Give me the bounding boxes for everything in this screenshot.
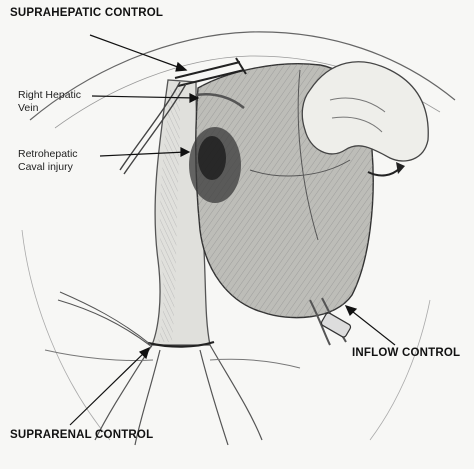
liver-fissure bbox=[249, 69, 351, 241]
vena-cava-shading bbox=[158, 88, 180, 342]
label-retrohepatic-line2: Caval injury bbox=[18, 161, 73, 173]
renal-vein-right bbox=[209, 358, 301, 369]
arrow-inflow bbox=[347, 307, 396, 346]
label-suprahepatic-control: SUPRAHEPATIC CONTROL bbox=[10, 7, 164, 19]
diaphragm-contour bbox=[29, 31, 456, 121]
arrowhead-inflow bbox=[344, 305, 358, 317]
arrow-right-hepatic bbox=[91, 95, 197, 99]
arrowhead-right-hepatic bbox=[189, 93, 200, 103]
label-retrohepatic-line1: Retrohepatic bbox=[18, 148, 78, 160]
label-retrohepatic-injury: Retrohepatic Caval injury bbox=[18, 148, 78, 174]
arrow-suprahepatic bbox=[89, 34, 187, 71]
suprarenal-tape bbox=[57, 291, 153, 348]
inflow-clamp bbox=[320, 312, 352, 338]
injury-core bbox=[198, 136, 226, 180]
label-right-hepatic-vein: Right Hepatic Vein bbox=[18, 89, 81, 115]
arrowhead-suprarenal bbox=[138, 346, 150, 360]
label-inflow-control: INFLOW CONTROL bbox=[352, 347, 461, 359]
suprahepatic-clamp bbox=[174, 57, 247, 87]
label-right-hepatic-line2: Vein bbox=[18, 102, 39, 114]
rotation-arrowhead bbox=[396, 162, 405, 174]
label-right-hepatic-line1: Right Hepatic bbox=[18, 89, 82, 101]
suprarenal-tourniquet bbox=[147, 340, 215, 348]
arrow-suprarenal bbox=[69, 349, 148, 426]
renal-vein-left bbox=[44, 349, 154, 362]
retracting-hand bbox=[301, 61, 429, 162]
clamp-handle bbox=[119, 81, 187, 175]
arrow-retrohepatic bbox=[99, 151, 187, 157]
iliac-veins bbox=[94, 344, 263, 446]
body-wall-right bbox=[369, 299, 431, 441]
right-hepatic-vein bbox=[195, 93, 245, 109]
arrowhead-suprahepatic bbox=[175, 61, 188, 72]
body-wall-left bbox=[21, 229, 111, 441]
arrowhead-retrohepatic bbox=[180, 147, 191, 157]
finger-lines bbox=[329, 97, 386, 133]
label-suprarenal-control: SUPRARENAL CONTROL bbox=[10, 429, 154, 441]
